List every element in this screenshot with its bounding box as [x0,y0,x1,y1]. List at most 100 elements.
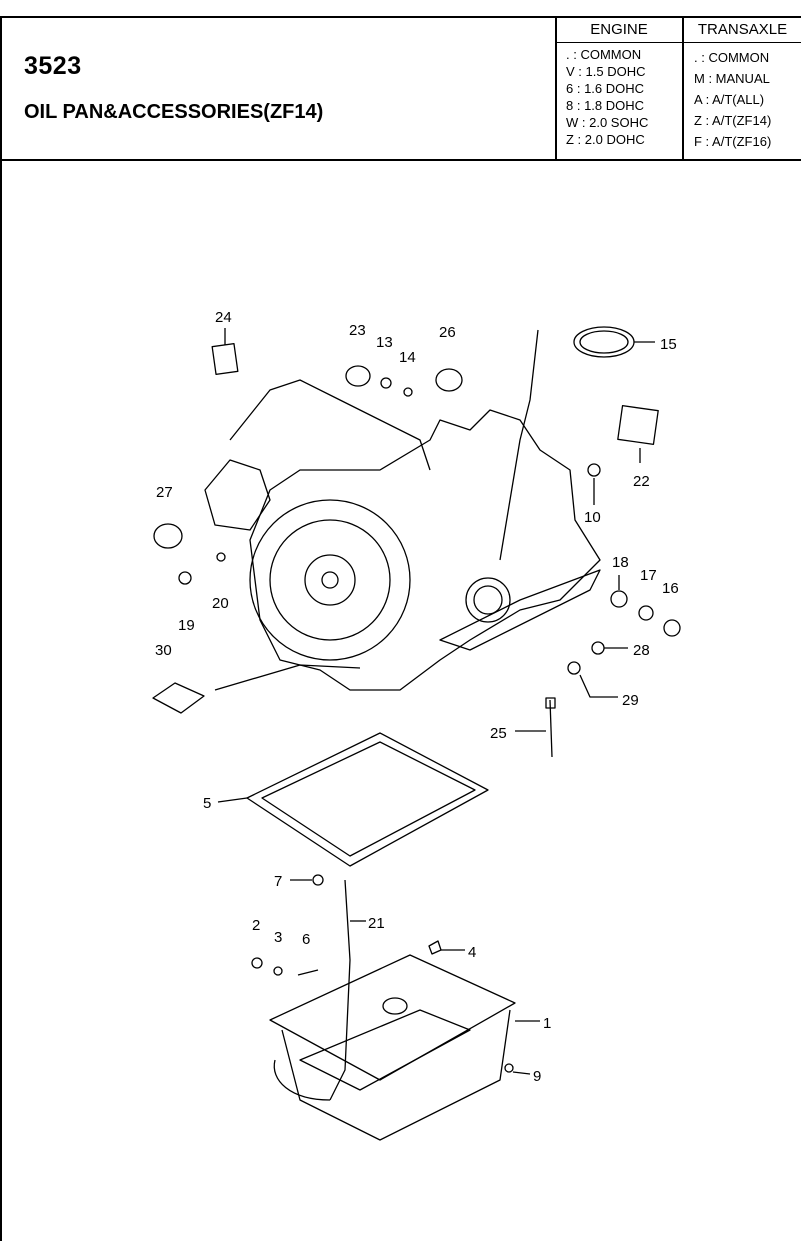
engine-legend: . : COMMON V : 1.5 DOHC 6 : 1.6 DOHC 8 :… [566,46,648,148]
callout-17: 17 [640,567,657,584]
washer-14 [403,387,413,397]
engine-column-divider [555,16,557,160]
transaxle-legend-item: F : A/T(ZF16) [694,134,772,149]
oil-pan-gasket-inner [261,741,476,857]
output-seal-bore [465,577,511,623]
label-plate-21 [211,342,239,376]
engine-legend-item: 6 : 1.6 DOHC [566,81,645,96]
callout-23: 23 [349,322,366,339]
pad-30 [152,682,205,714]
callout-28: 25 [490,725,507,742]
transaxle-housing [249,409,601,691]
oil-pan-body [281,1009,511,1141]
sensor-28-head [545,697,556,709]
page-title: OIL PAN&ACCESSORIES(ZF14) [24,101,324,123]
housing-upper-frame [229,379,431,471]
plug-4 [428,940,442,955]
callout-30: 30 [155,642,172,659]
callout-13: 13 [376,334,393,351]
callout-29: 21 [368,915,385,932]
callout-16: 16 [662,580,679,597]
bolt-6 [504,1063,514,1073]
engine-legend-item: . : COMMON [566,47,642,62]
engine-legend-item: V : 1.5 DOHC [566,64,646,79]
engine-heading: ENGINE [590,21,648,38]
transaxle-legend-item: A : A/T(ALL) [694,92,765,107]
washer-18 [610,590,628,608]
transaxle-legend-item: Z : A/T(ZF14) [694,113,772,128]
left-rule [0,16,2,1241]
header-bottom-rule [0,159,801,161]
callout-19: 19 [178,617,195,634]
oil-strainer [382,997,408,1015]
oil-pipe-29 [329,879,351,1101]
callout-2: 2 [252,917,260,934]
plug-16 [663,619,681,637]
bolt-27 [567,661,581,675]
engine-legend-item: Z : 2.0 DOHC [566,132,645,147]
oil-pipe-loop [273,1059,331,1101]
callout-14: 14 [399,349,416,366]
callout-15: 15 [660,336,677,353]
bolt-2 [251,957,263,969]
top-rule [0,16,801,18]
torque-converter-middle [269,519,391,641]
callout-26: 28 [633,642,650,659]
callout-22: 22 [633,473,650,490]
callout-10: 10 [584,509,601,526]
sensor-28 [549,699,553,758]
section-code: 3523 [24,52,82,80]
callout-20: 20 [212,595,229,612]
cap-23 [345,365,371,387]
transaxle-heading: TRANSAXLE [697,21,788,38]
oil-pan-rim [269,954,516,1081]
plug-9 [312,874,324,886]
bolt-26 [591,641,605,655]
plug-10 [587,463,601,477]
callout-25: 27 [156,484,173,501]
dipstick-tube [499,329,539,561]
callout-1: 1 [543,1015,551,1032]
callout-18: 18 [612,554,629,571]
leader-6 [512,1071,531,1075]
harness-wire [214,664,361,691]
leader-5 [217,797,248,803]
cap-25 [153,523,183,549]
transaxle-legend-item: . : COMMON [694,50,770,65]
nut-17 [638,605,654,621]
pan-flange-area [439,569,601,651]
callout-3: 3 [274,929,282,946]
bolt-13 [380,377,392,389]
seal-ring-15-inner [579,330,629,354]
bolt-7 [297,969,319,976]
callout-5: 5 [203,795,211,812]
engine-legend-item: 8 : 1.8 DOHC [566,98,645,113]
callout-21: 24 [215,309,232,326]
washer-20 [216,552,226,562]
torque-converter-hub [321,571,339,589]
callout-9: 7 [274,873,282,890]
callout-27: 29 [622,692,639,709]
callout-6: 9 [533,1068,541,1085]
bolt-19 [178,571,192,585]
callout-24: 26 [439,324,456,341]
transaxle-column-divider [682,16,684,160]
output-seal-bore-inner [473,585,503,615]
transaxle-legend: . : COMMON M : MANUAL A : A/T(ALL) Z : A… [694,47,771,152]
engine-legend-item: W : 2.0 SOHC [566,115,649,130]
torque-converter-inner [304,554,356,606]
leader-27 [579,674,618,698]
oil-pan-gasket [246,732,489,867]
transaxle-legend-item: M : MANUAL [694,71,770,86]
housing-left-bracket [204,459,271,531]
callout-7: 6 [302,931,310,948]
torque-converter-outer [249,499,411,661]
washer-3 [273,966,283,976]
label-plate-22 [617,405,659,445]
legend-heading-rule [556,42,801,43]
oil-pan-floor [299,1009,471,1091]
callout-4: 4 [468,944,476,961]
seal-24 [435,368,463,392]
